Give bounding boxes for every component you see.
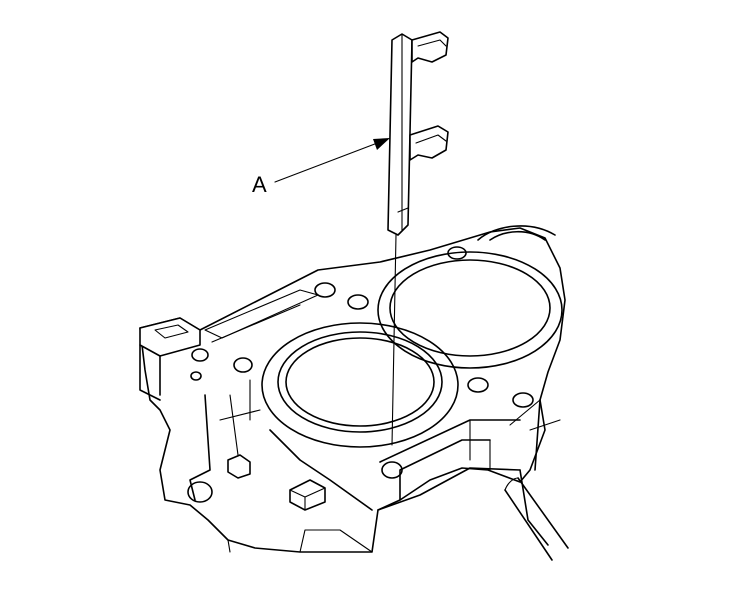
piston-guide-tool [387, 31, 449, 446]
callout-label-a: A [252, 172, 267, 197]
cylinder-block [139, 225, 569, 561]
callout-a: A [252, 138, 390, 197]
